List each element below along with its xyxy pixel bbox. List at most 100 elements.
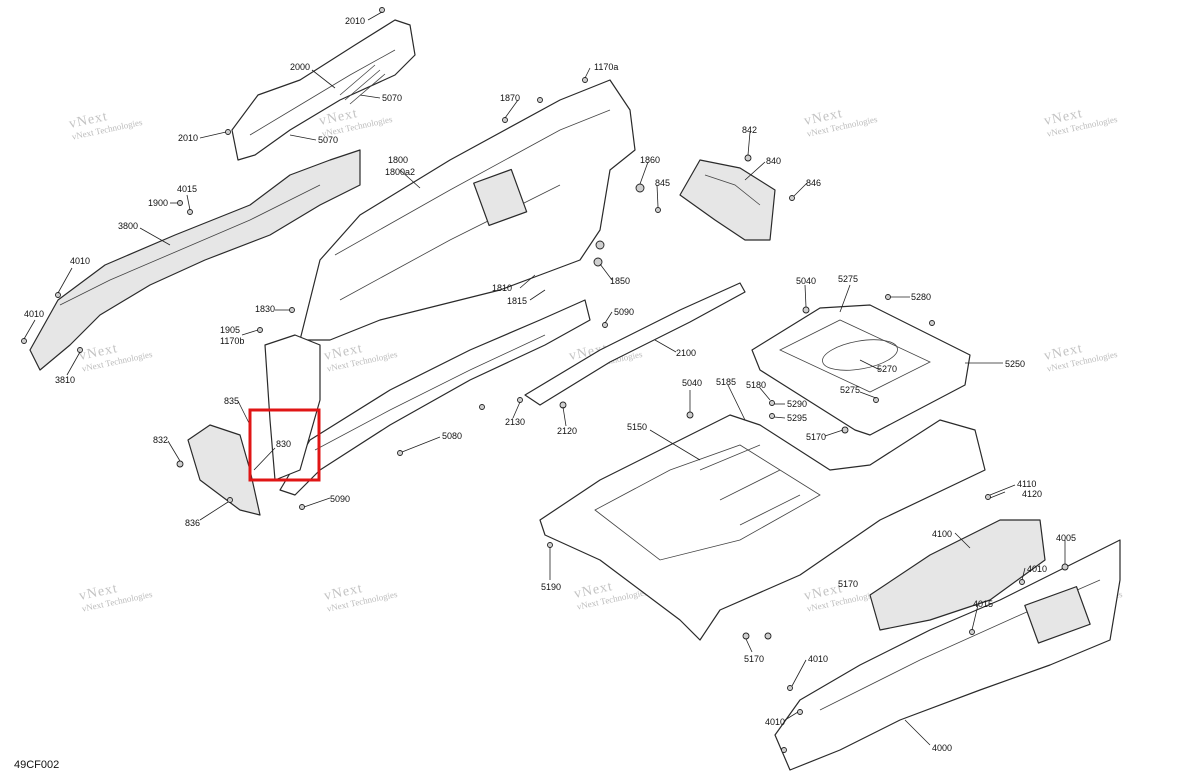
fastener <box>177 200 183 206</box>
callout-label: 5170 <box>806 432 826 442</box>
callout-label: 1815 <box>507 296 527 306</box>
callout-label: 5080 <box>442 431 462 441</box>
callout-label: 2010 <box>345 16 365 26</box>
callout-label: 4010 <box>765 717 785 727</box>
callout-label: 845 <box>655 178 670 188</box>
callout-label: 836 <box>185 518 200 528</box>
highlight-label: 830 <box>276 439 291 449</box>
callout-label: 1810 <box>492 283 512 293</box>
callout-label: 4010 <box>70 256 90 266</box>
callout-label: 846 <box>806 178 821 188</box>
callout-label: 1170a <box>594 62 618 72</box>
callout-label: 835 <box>224 396 239 406</box>
callout-label: 5295 <box>787 413 807 423</box>
callout-label: 4010 <box>808 654 828 664</box>
part-840 <box>679 159 776 241</box>
fastener <box>789 195 795 201</box>
fastener <box>547 542 553 548</box>
fastener <box>1061 563 1069 571</box>
callout-label: 5040 <box>796 276 816 286</box>
callout-label: 1850 <box>610 276 630 286</box>
callout-label: 5040 <box>682 378 702 388</box>
callout-label: 1800 <box>388 155 408 165</box>
fastener <box>1019 579 1025 585</box>
fastener <box>595 240 605 250</box>
callout-label: 5180 <box>746 380 766 390</box>
callout-label: 842 <box>742 125 757 135</box>
fastener <box>225 129 231 135</box>
callout-label: 5280 <box>911 292 931 302</box>
callout-label: 4120 <box>1022 489 1042 499</box>
callout-label: 2000 <box>290 62 310 72</box>
callout-label: 5275 <box>840 385 860 395</box>
fastener <box>77 347 83 353</box>
fastener <box>227 497 233 503</box>
fastener <box>379 7 385 13</box>
part-830 <box>264 334 321 481</box>
callout-label: 5270 <box>877 364 897 374</box>
callout-label: 4000 <box>932 743 952 753</box>
fastener <box>873 397 879 403</box>
callout-label: 4005 <box>1056 533 1076 543</box>
callout-label: 4110 <box>1017 479 1036 489</box>
callout-label: 1170b <box>220 336 244 346</box>
callout-label: 5275 <box>838 274 858 284</box>
fastener <box>686 411 694 419</box>
callout-label: 3800 <box>118 221 138 231</box>
fastener <box>502 117 508 123</box>
fastener <box>517 397 523 403</box>
fastener <box>479 404 485 410</box>
callout-label: 1800a2 <box>385 167 415 177</box>
fastener <box>55 292 61 298</box>
part-2000 <box>231 19 416 161</box>
fastener <box>176 460 184 468</box>
fastener <box>787 685 793 691</box>
fastener <box>655 207 661 213</box>
part-4000 <box>774 539 1121 771</box>
fastener <box>802 306 810 314</box>
fastener <box>742 632 750 640</box>
fastener <box>744 154 752 162</box>
part-5250 <box>751 304 971 436</box>
callout-label: 5190 <box>541 582 561 592</box>
callout-label: 4010 <box>1027 564 1047 574</box>
fastener <box>582 77 588 83</box>
callout-label: 5090 <box>330 494 350 504</box>
part-1800 <box>299 79 636 341</box>
highlight-box[interactable] <box>248 408 321 482</box>
diagram-code: 49CF002 <box>14 759 59 771</box>
callout-label: 4015 <box>177 184 197 194</box>
fastener <box>257 327 263 333</box>
callout-label: 4010 <box>24 309 44 319</box>
fastener <box>769 413 775 419</box>
callout-label: 5185 <box>716 377 736 387</box>
callout-label: 4015 <box>973 599 993 609</box>
fastener <box>985 494 991 500</box>
fastener <box>797 709 803 715</box>
highlight[interactable]: 830 <box>248 408 321 482</box>
part-832 <box>187 424 261 516</box>
part-4100 <box>869 519 1046 631</box>
fastener <box>602 322 608 328</box>
fastener <box>929 320 935 326</box>
fastener <box>769 400 775 406</box>
callout-label: 5250 <box>1005 359 1025 369</box>
callout-label: 2010 <box>178 133 198 143</box>
fastener <box>299 504 305 510</box>
callout-label: 1830 <box>255 304 275 314</box>
fastener <box>397 450 403 456</box>
callout-label: 1905 <box>220 325 240 335</box>
fastener <box>781 747 787 753</box>
parts <box>29 19 1121 771</box>
callout-label: 832 <box>153 435 168 445</box>
callout-label: 3810 <box>55 375 75 385</box>
